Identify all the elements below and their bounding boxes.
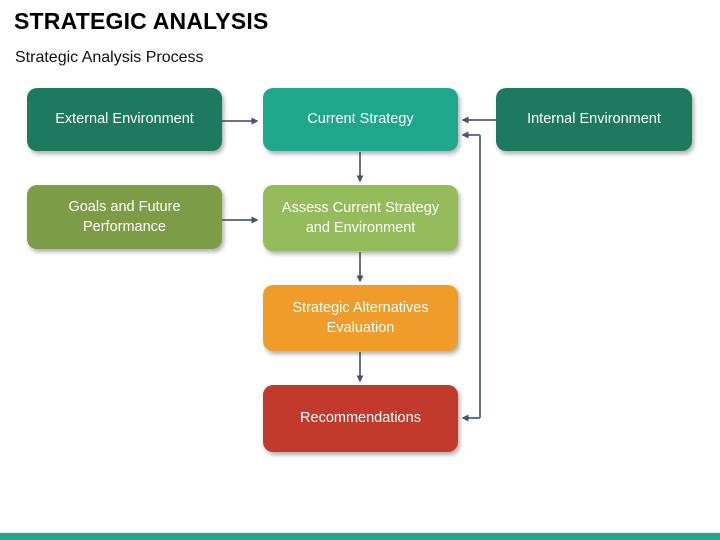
box-assess-current-strategy: Assess Current Strategy and Environment <box>263 185 458 251</box>
connector-lines <box>222 116 496 422</box>
box-label: Current Strategy <box>307 111 414 128</box>
box-label: Strategic Alternatives Evaluation <box>292 299 429 336</box>
box-external-environment: External Environment <box>27 88 222 151</box>
slide-subtitle: Strategic Analysis Process <box>15 49 204 66</box>
box-current-strategy: Current Strategy <box>263 88 458 151</box>
box-label: Assess Current Strategy and Environment <box>281 199 440 236</box>
box-strategic-alternatives: Strategic Alternatives Evaluation <box>263 285 458 351</box>
box-label: Internal Environment <box>527 111 661 128</box>
box-goals-future-performance: Goals and Future Performance <box>27 185 222 249</box>
box-label: External Environment <box>55 111 194 128</box>
footer-accent-bar <box>0 532 720 540</box>
box-label: Goals and Future Performance <box>68 198 181 235</box>
box-internal-environment: Internal Environment <box>496 88 692 151</box>
box-label: Recommendations <box>300 410 421 427</box>
box-recommendations: Recommendations <box>263 385 458 452</box>
slide-title: STRATEGIC ANALYSIS <box>14 8 269 34</box>
